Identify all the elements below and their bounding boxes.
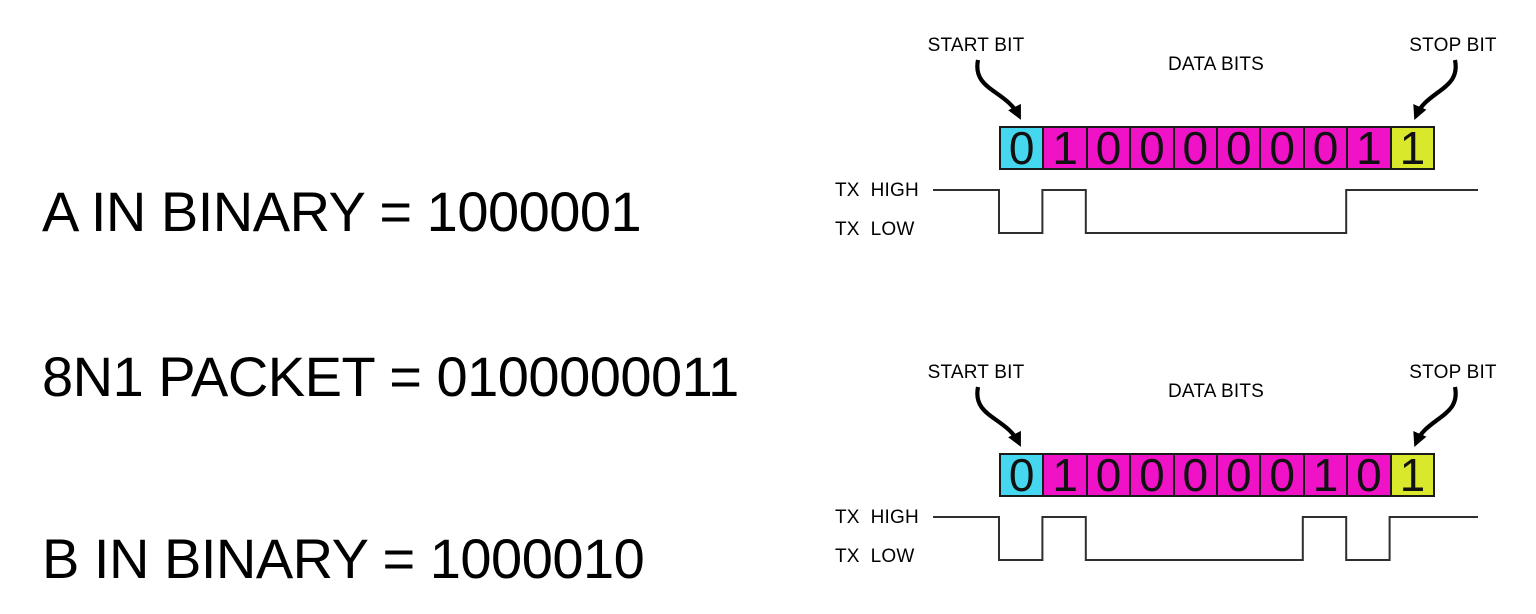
start-bit-cell: 0 [999, 125, 1045, 171]
data-bit-cell: 0 [1172, 125, 1219, 171]
data-bit-cell: 1 [1302, 452, 1349, 498]
start-bit-arrow-icon [975, 386, 1021, 447]
binary-line-a: A IN BINARY = 1000001 [42, 180, 642, 243]
tx-high-label: TX HIGH [835, 180, 919, 201]
start-bit-label: START BIT [927, 362, 1025, 383]
data-bit-cell: 0 [1172, 452, 1219, 498]
binary-text-block-b: B IN BINARY = 1000010 8N1 PACKET = 01000… [42, 421, 743, 614]
start-bit-label: START BIT [927, 35, 1025, 56]
stop-bit-arrow-icon [1413, 59, 1458, 120]
data-bit-cell: 0 [1259, 452, 1305, 498]
data-bit-cell: 0 [1085, 125, 1132, 171]
stop-bit-cell: 1 [1389, 452, 1436, 498]
packet-diagram-a: START BIT DATA BITS STOP BIT TX HIGH TX … [820, 20, 1536, 265]
data-bit-cell: 0 [1085, 452, 1132, 498]
tx-high-label: TX HIGH [835, 507, 919, 528]
stop-bit-label: STOP BIT [1409, 35, 1497, 56]
binary-line-b: B IN BINARY = 1000010 [42, 527, 645, 590]
stop-bit-cell: 1 [1389, 125, 1436, 171]
data-bit-cell: 0 [1302, 125, 1349, 171]
data-bit-cell: 0 [1216, 125, 1262, 171]
data-bit-cell: 1 [1042, 452, 1088, 498]
stop-bit-label: STOP BIT [1409, 362, 1497, 383]
tx-waveform [933, 516, 1478, 561]
waveform-svg [933, 59, 1478, 234]
data-bits-label: DATA BITS [1167, 54, 1265, 75]
packet-line-a: 8N1 PACKET = 0100000011 [42, 345, 739, 408]
data-bit-cell: 0 [1129, 452, 1175, 498]
binary-text-block-a: A IN BINARY = 1000001 8N1 PACKET = 01000… [42, 74, 739, 514]
start-bit-arrow-icon [975, 59, 1021, 120]
data-bits-label: DATA BITS [1167, 381, 1265, 402]
waveform-svg [933, 386, 1478, 561]
data-bit-cell: 0 [1129, 125, 1175, 171]
tx-low-label: TX LOW [835, 546, 915, 567]
data-bit-cell: 1 [1346, 125, 1392, 171]
tx-low-label: TX LOW [835, 219, 915, 240]
packet-diagram-b: START BIT DATA BITS STOP BIT TX HIGH TX … [820, 347, 1536, 592]
data-bit-cell: 1 [1042, 125, 1088, 171]
start-bit-cell: 0 [999, 452, 1045, 498]
stop-bit-arrow-icon [1413, 386, 1458, 447]
tx-waveform [933, 189, 1478, 234]
data-bit-cell: 0 [1259, 125, 1305, 171]
data-bit-cell: 0 [1216, 452, 1262, 498]
